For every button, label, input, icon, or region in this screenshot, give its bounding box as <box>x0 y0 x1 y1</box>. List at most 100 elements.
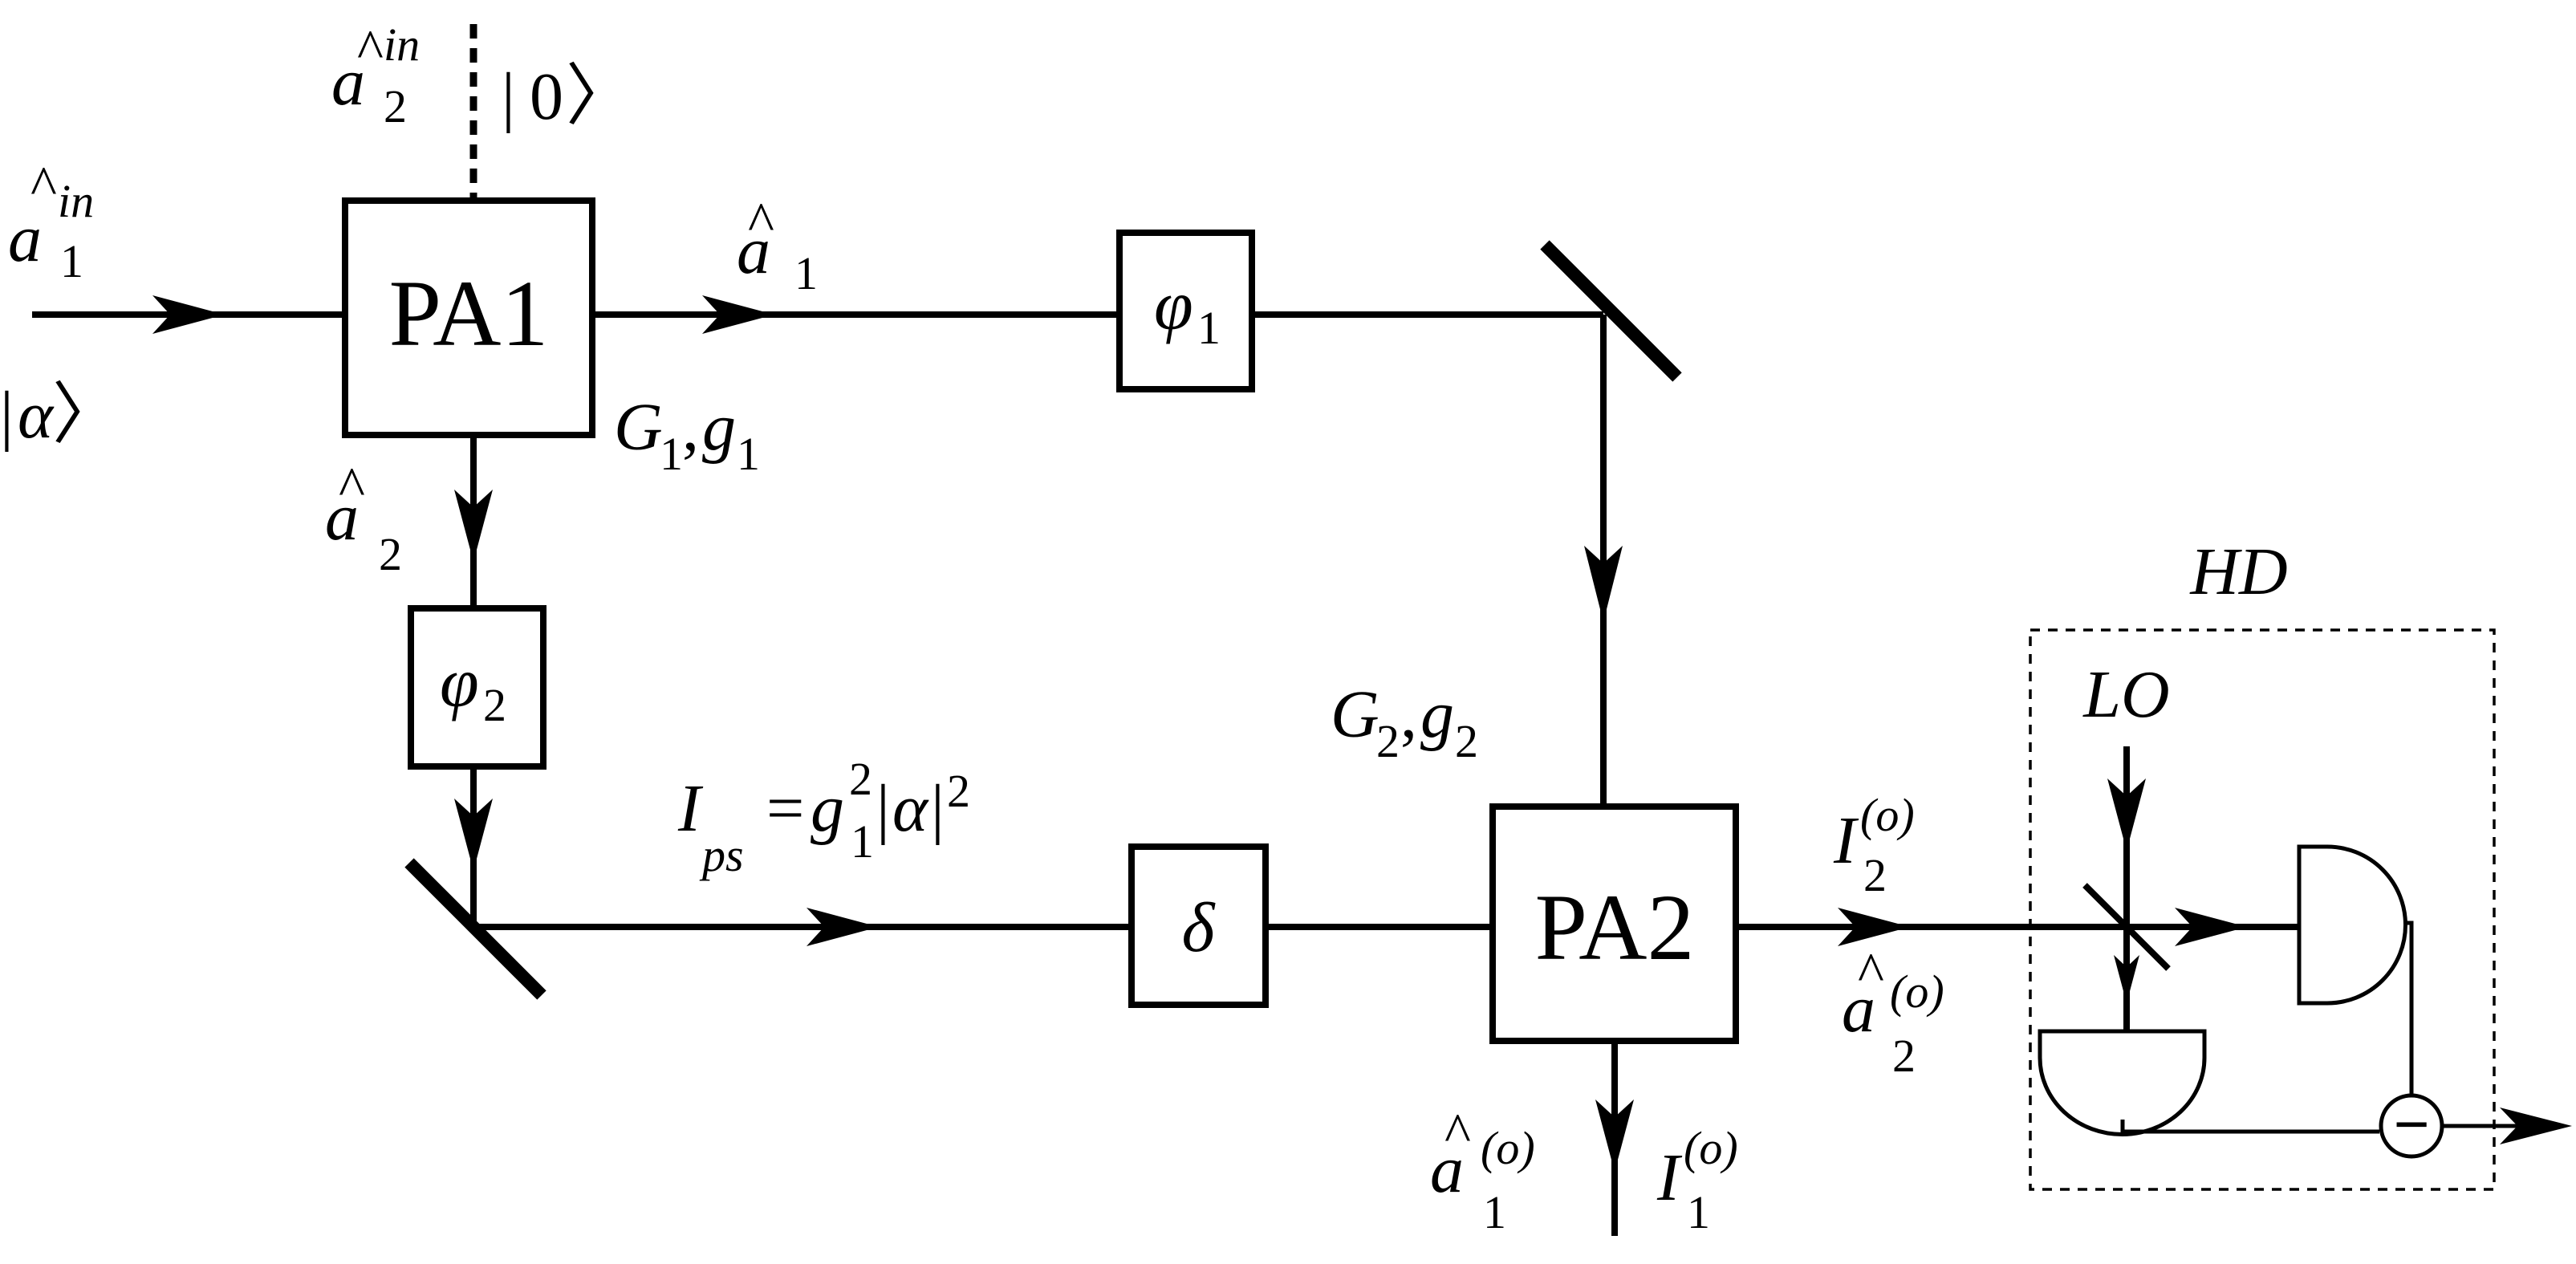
svg-text:1: 1 <box>60 235 83 287</box>
svg-text:2: 2 <box>1376 715 1400 767</box>
label-vacuum-state: | 0 〉 <box>502 59 633 134</box>
hd-label: HD <box>2189 534 2287 609</box>
svg-text:^: ^ <box>30 156 57 217</box>
svg-text:1: 1 <box>737 428 760 480</box>
svg-text:(o): (o) <box>1890 965 1944 1018</box>
arrow-a2-after-phase <box>454 799 493 871</box>
svg-text:2: 2 <box>1455 715 1478 767</box>
svg-text:α: α <box>18 378 55 453</box>
delay-delta <box>1128 843 1269 1008</box>
svg-text:1: 1 <box>660 428 683 480</box>
wire-right-detector <box>2403 921 2414 1095</box>
label-a2-in: ^ a in 2 <box>331 18 420 132</box>
svg-text:a: a <box>1430 1132 1464 1207</box>
svg-text:(o): (o) <box>1684 1122 1738 1174</box>
detector-right <box>2297 844 2407 1006</box>
subtractor-minus: − <box>2393 1090 2430 1160</box>
beam-splitter <box>2082 883 2171 971</box>
phi2-sub: 2 <box>483 679 506 731</box>
arrow-output-a2 <box>1838 908 1910 946</box>
delta-symbol: δ <box>1182 889 1217 967</box>
label-I1-out: I (o) 1 <box>1656 1122 1738 1238</box>
label-pump-intensity: I ps = g 2 1 | α | 2 <box>677 753 970 881</box>
svg-text:a: a <box>1842 972 1875 1047</box>
label-gain-pa1: G 1 , g 1 <box>614 390 760 480</box>
svg-text:a: a <box>331 45 365 120</box>
svg-text:2: 2 <box>379 528 402 580</box>
svg-text:0: 0 <box>530 59 563 134</box>
arrow-a1 <box>702 295 774 334</box>
label-a1: ^ a 1 <box>737 192 818 299</box>
arrow-lo-reflected <box>2114 955 2139 1003</box>
mirror-upper <box>1540 240 1682 382</box>
phase-shifter-1 <box>1116 230 1255 392</box>
svg-text:g: g <box>702 390 736 465</box>
label-a2: ^ a 2 <box>325 457 402 580</box>
label-gain-pa2: G 2 , g 2 <box>1331 677 1478 767</box>
svg-text:in: in <box>58 175 94 227</box>
label-a2-out: ^ a (o) 2 <box>1842 942 1944 1082</box>
pa2-label: PA2 <box>1534 875 1694 980</box>
svg-text:|: | <box>876 771 890 846</box>
pa1-label: PA1 <box>388 261 548 366</box>
svg-text:I: I <box>677 771 704 846</box>
svg-text:a: a <box>8 201 42 276</box>
svg-text:1: 1 <box>794 247 818 299</box>
arrow-to-detector <box>2175 908 2247 946</box>
label-a1-in: ^ a in 1 <box>8 156 94 287</box>
svg-text:|: | <box>931 771 945 846</box>
svg-text:,: , <box>1400 677 1417 752</box>
arrow-lo <box>2107 778 2146 851</box>
svg-text:|: | <box>0 378 14 453</box>
svg-text:(o): (o) <box>1860 789 1915 841</box>
svg-text:g: g <box>811 771 844 846</box>
arrow-input-a1 <box>152 295 225 334</box>
svg-text:α: α <box>892 771 929 846</box>
svg-text:^: ^ <box>748 192 774 254</box>
svg-text:^: ^ <box>357 19 384 81</box>
svg-text:2: 2 <box>1863 849 1887 901</box>
svg-text:1: 1 <box>1687 1186 1710 1238</box>
svg-text:ps: ps <box>699 829 744 881</box>
phase-shifter-2 <box>408 605 546 770</box>
svg-text:=: = <box>766 771 804 846</box>
svg-text:1: 1 <box>1483 1186 1506 1238</box>
arrow-output-a1 <box>1595 1099 1634 1172</box>
phi1-symbol: φ <box>1154 267 1193 345</box>
svg-text:a: a <box>325 480 359 555</box>
phi2-symbol: φ <box>440 644 479 722</box>
arrow-a1-down <box>1584 546 1623 622</box>
svg-text:I: I <box>1833 803 1859 878</box>
arrow-a2 <box>454 490 493 562</box>
phi1-sub: 1 <box>1197 302 1221 354</box>
pa2-box <box>1489 803 1739 1044</box>
svg-text:(o): (o) <box>1481 1122 1535 1174</box>
svg-text:G: G <box>614 390 663 465</box>
mirror-lower <box>404 858 546 1000</box>
svg-text:I: I <box>1656 1140 1683 1215</box>
svg-text:a: a <box>737 213 770 288</box>
svg-text:2: 2 <box>849 753 872 805</box>
lo-label: LO <box>2082 657 2169 732</box>
svg-text:2: 2 <box>1892 1030 1916 1082</box>
label-I2-out: I (o) 2 <box>1833 789 1915 901</box>
svg-text:2: 2 <box>384 80 407 132</box>
svg-text:^: ^ <box>1444 1103 1471 1164</box>
arrow-hd-output <box>2500 1108 2572 1144</box>
svg-text:^: ^ <box>339 457 365 518</box>
svg-text:,: , <box>682 390 699 465</box>
svg-text:〉: 〉 <box>52 378 120 453</box>
svg-text:1: 1 <box>851 815 874 868</box>
label-alpha-state: | α 〉 <box>0 378 120 453</box>
svg-text:G: G <box>1331 677 1379 752</box>
svg-text:g: g <box>1420 677 1454 752</box>
hd-box <box>2029 628 2496 1191</box>
svg-text:^: ^ <box>1858 942 1884 1004</box>
svg-text:in: in <box>384 18 420 71</box>
pa1-box <box>342 197 595 438</box>
svg-text:〉: 〉 <box>566 59 633 134</box>
detector-bottom <box>2038 1029 2207 1136</box>
arrow-pump <box>807 908 879 946</box>
label-a1-out: ^ a (o) 1 <box>1430 1103 1535 1238</box>
